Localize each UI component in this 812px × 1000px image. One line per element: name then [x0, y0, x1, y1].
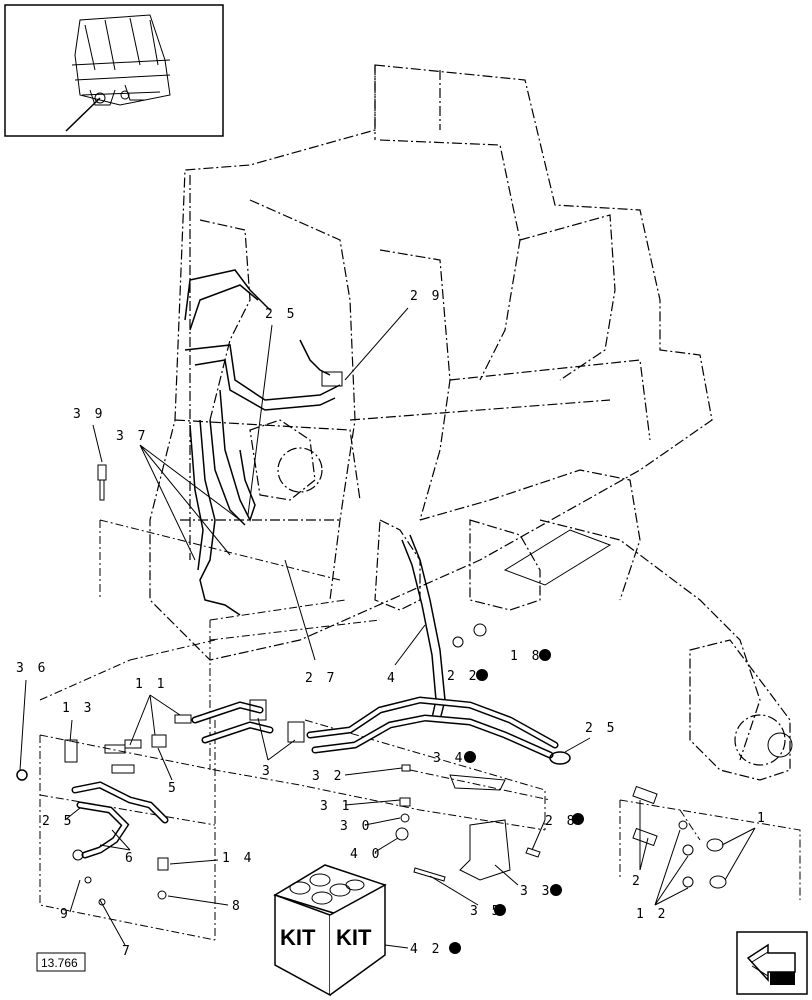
callout-31: 3 1 — [320, 799, 352, 814]
navigation-arrow-box[interactable] — [736, 931, 808, 995]
callout-36: 3 6 — [16, 661, 48, 676]
callout-9: 9 — [60, 907, 71, 922]
arrow-icon — [746, 943, 796, 985]
reference-box: 13.766 — [36, 952, 86, 972]
callout-25-mid: 2 5 — [585, 721, 617, 736]
callout-25-left: 2 5 — [42, 814, 74, 829]
callout-33: 3 3 — [520, 884, 552, 899]
components — [16, 464, 727, 906]
callout-35: 3 5 — [470, 904, 502, 919]
leader-lines — [19, 307, 756, 946]
kit-text-left: KIT — [280, 925, 316, 950]
lower-hoses — [71, 696, 559, 859]
callout-34: 3 4 — [433, 751, 465, 766]
callout-37: 3 7 — [116, 429, 148, 444]
hydraulic-lines — [184, 269, 446, 721]
callout-22: 2 2 — [447, 669, 479, 684]
callout-4: 4 — [387, 671, 398, 686]
callout-28: 2 8 — [545, 814, 577, 829]
callout-32: 3 2 — [312, 769, 344, 784]
locator-inset — [4, 4, 224, 137]
callout-12: 1 2 — [636, 907, 668, 922]
machine-frame — [39, 64, 801, 941]
callout-2: 2 — [632, 874, 643, 889]
kit-dots — [449, 649, 584, 954]
reference-number: 13.766 — [41, 956, 78, 970]
callout-11: 1 1 — [135, 677, 167, 692]
callout-3: 3 — [262, 764, 273, 779]
kit-text-right: KIT — [336, 925, 372, 950]
callout-30: 3 0 — [340, 819, 372, 834]
kit-box: KIT KIT 4 2 = — [273, 864, 464, 997]
callout-labels: 3 9 3 7 2 5 2 9 2 7 4 2 2 1 8 3 6 1 3 1 … — [16, 289, 768, 959]
callout-8: 8 — [232, 899, 243, 914]
callout-40: 4 0 — [350, 847, 382, 862]
callout-6: 6 — [125, 851, 136, 866]
callout-5: 5 — [168, 781, 179, 796]
callout-39: 3 9 — [73, 407, 105, 422]
callout-29: 2 9 — [410, 289, 442, 304]
callout-13: 1 3 — [62, 701, 94, 716]
callout-27: 2 7 — [305, 671, 337, 686]
callout-25-top: 2 5 — [265, 307, 297, 322]
callout-1: 1 — [757, 811, 768, 826]
callout-7: 7 — [122, 944, 133, 959]
callout-18: 1 8 — [510, 649, 542, 664]
callout-14: 1 4 — [222, 851, 254, 866]
kit-label: 4 2 = — [410, 942, 464, 957]
